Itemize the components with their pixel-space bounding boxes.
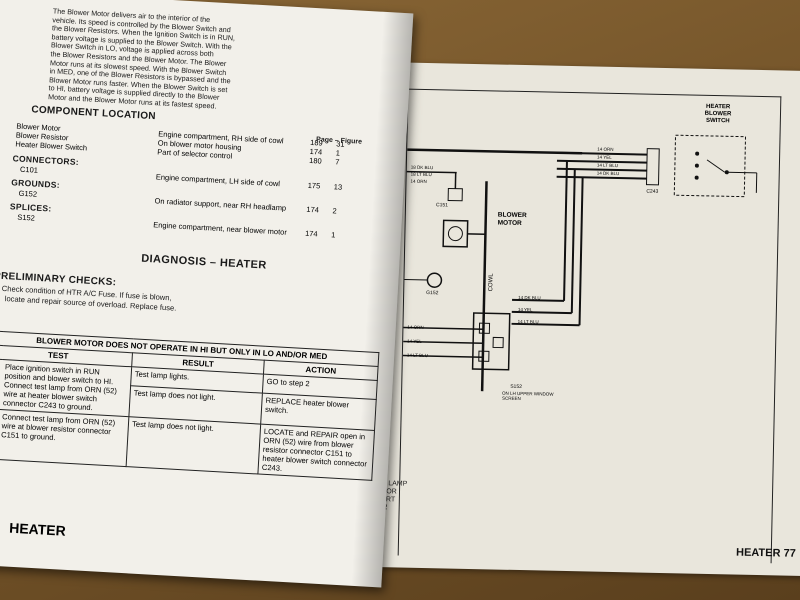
wire-label: 14 DK BLU bbox=[518, 294, 541, 301]
left-page-footer: 76 HEATER bbox=[0, 518, 66, 539]
g152-label: G152 bbox=[426, 290, 439, 297]
step-action: LOCATE and REPAIR open in ORN (52) wire … bbox=[257, 424, 375, 481]
g152-note: ON LH UPPER WINDOW SCREEN bbox=[501, 390, 554, 402]
wire-label: 14 ORN bbox=[407, 324, 424, 330]
diagnosis-table: BLOWER MOTOR DOES NOT OPERATE IN HI BUT … bbox=[0, 330, 379, 481]
footer-title: HEATER bbox=[8, 519, 67, 539]
wire-labels-lower: 14 ORN 14 YEL 14 LT BLU bbox=[407, 321, 429, 363]
component-figure: 2 bbox=[332, 206, 337, 216]
component-location: Engine compartment, LH side of cowl bbox=[155, 172, 281, 189]
footer-page-number: 77 bbox=[783, 547, 796, 560]
component-figure: 1 bbox=[330, 230, 336, 240]
wire-labels-mid: 14 DK BLU 14 YEL 14 LT BLU bbox=[517, 292, 541, 328]
wire-label: 14 YEL bbox=[517, 306, 533, 313]
step-test: Connect test lamp from ORN (52) wire at … bbox=[0, 409, 129, 467]
wire-label: 14 DK BLU bbox=[596, 170, 620, 177]
wiring-diagram bbox=[402, 134, 758, 392]
component-figure: 13 bbox=[333, 182, 343, 192]
intro-paragraph: The Blower Motor delivers air to the int… bbox=[48, 6, 303, 115]
wire-label: 14 LT BLU bbox=[517, 318, 539, 325]
component-page: 180 bbox=[308, 155, 322, 166]
diagnosis-title: DIAGNOSIS – HEATER bbox=[140, 252, 267, 272]
wire-label: 14 LT BLU bbox=[406, 352, 429, 359]
step-test: Place ignition switch in RUN position an… bbox=[0, 359, 132, 417]
wire-labels-top: 18 DK BLU 18 LT BLU 14 ORN bbox=[410, 164, 433, 185]
left-page: The Blower Motor delivers air to the int… bbox=[0, 0, 414, 588]
component-figure: 7 bbox=[334, 157, 340, 167]
component-row: G152 On radiator support, near RH headla… bbox=[18, 189, 336, 216]
splices-title: SPLICES: bbox=[9, 201, 52, 214]
component-page: 174 bbox=[304, 228, 318, 239]
component-name: S152 bbox=[17, 212, 36, 223]
s152-label: S152 bbox=[510, 383, 522, 391]
component-row: S152 Engine compartment, near blower mot… bbox=[17, 213, 335, 240]
component-location: Engine compartment, near blower motor bbox=[152, 220, 288, 237]
component-page: 175 bbox=[307, 180, 321, 191]
right-page-footer: HEATER 77 bbox=[736, 547, 796, 560]
wire-label: 14 YEL bbox=[407, 338, 422, 344]
component-row: C101 Engine compartment, LH side of cowl… bbox=[20, 165, 343, 192]
c151-label: C151 bbox=[435, 202, 449, 209]
cowl-label: COWL bbox=[488, 273, 495, 292]
c243-label: C243 bbox=[646, 188, 659, 195]
right-page: HEATER BLOWER SWITCH BLOWER MOTOR COWL C… bbox=[369, 62, 800, 577]
wire-labels-switch: 14 ORN 14 YEL 14 LT BLU 14 DK BLU bbox=[597, 146, 620, 178]
wiring-diagram-frame: HEATER BLOWER SWITCH BLOWER MOTOR COWL C… bbox=[397, 88, 782, 564]
step-result: Test lamp does not light. bbox=[126, 416, 261, 474]
footer-title: HEATER bbox=[735, 546, 781, 560]
component-page: 174 bbox=[306, 204, 320, 215]
heater-blower-switch-label: HEATER BLOWER SWITCH bbox=[704, 103, 732, 125]
wire-label: 14 ORN bbox=[410, 178, 427, 185]
component-location-title: COMPONENT LOCATION bbox=[31, 104, 157, 123]
preliminary-checks-text: 1. Check condition of HTR A/C Fuse. If f… bbox=[0, 283, 177, 313]
component-location: On radiator support, near RH headlamp bbox=[154, 196, 287, 213]
component-figure: 31 bbox=[335, 139, 345, 149]
component-figure: 1 bbox=[335, 148, 341, 158]
blower-motor-label: BLOWER MOTOR bbox=[497, 211, 527, 228]
